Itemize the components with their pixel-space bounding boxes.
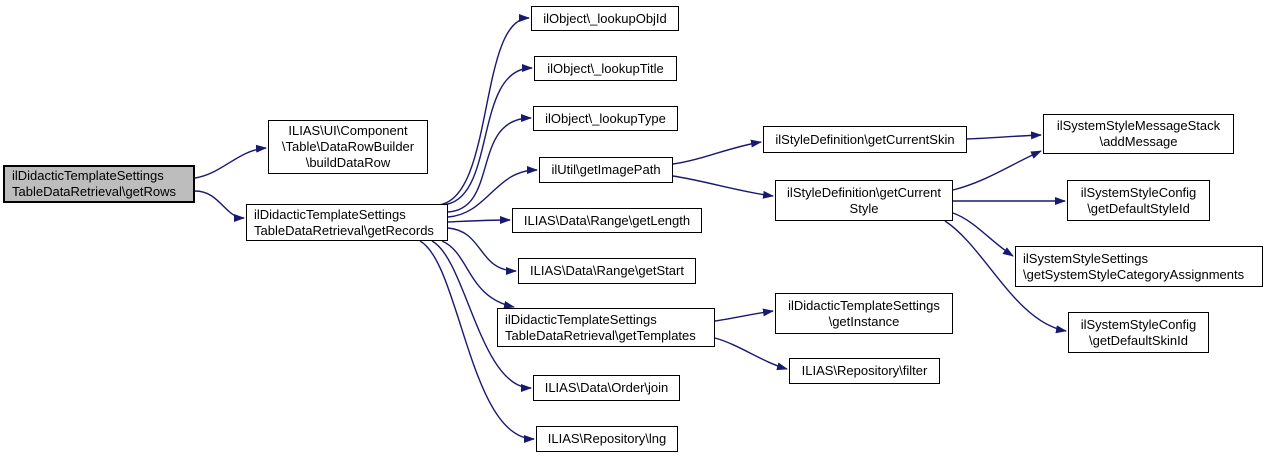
node-label-line: ilSystemStyleConfig — [1080, 316, 1197, 332]
node-label-line: TableDataRetrieval\getRows — [12, 184, 177, 199]
edge-getrecords-getstart — [447, 227, 517, 275]
edge-getrows-builddatarow — [194, 144, 267, 179]
node-join[interactable]: ILIAS\Data\Order\join — [533, 375, 680, 401]
node-addmessage[interactable]: ilSystemStyleMessageStack\addMessage — [1043, 114, 1234, 154]
node-label-line: ilObject\_lookupTitle — [547, 60, 664, 76]
edge-getcurrentstyle-getdefaultskinid — [944, 220, 1067, 334]
node-label-line: \getSystemStyleCategoryAssignments — [1023, 266, 1245, 282]
node-getdefaultskinid[interactable]: ilSystemStyleConfig\getDefaultSkinId — [1068, 312, 1209, 353]
edge-getimagepath-getcurrentskin — [672, 139, 762, 165]
node-getcurrentskin[interactable]: ilStyleDefinition\getCurrentSkin — [763, 126, 967, 153]
edge-getcurrentskin-addmessage — [966, 131, 1042, 140]
node-label-line: ILIAS\Repository\lng — [547, 431, 667, 446]
edge-getcurrentstyle-categoryassignments — [952, 212, 1014, 257]
node-label-line: \buildDataRow — [305, 155, 391, 170]
node-label-line: ilStyleDefinition\getCurrent — [787, 184, 941, 200]
node-label-line: ILIAS\Repository\filter — [801, 363, 928, 378]
edge-getrecords-gettemplates — [441, 240, 515, 309]
node-label-line: ilSystemStyleSettings — [1023, 250, 1148, 266]
node-label-line: \addMessage — [1099, 134, 1178, 149]
node-label-line: ilObject\_lookupType — [545, 110, 666, 126]
node-label-line: ILIAS\Data\Order\join — [544, 380, 669, 395]
node-label-line: ILIAS\Data\Range\getLength — [523, 212, 691, 228]
node-label-line: \getInstance — [828, 313, 900, 329]
node-label-line: ilObject\_lookupObjId — [543, 10, 667, 26]
edge-getimagepath-getcurrentstyle — [672, 175, 774, 199]
node-label-line: Style — [849, 200, 879, 216]
node-filter[interactable]: ILIAS\Repository\filter — [789, 358, 940, 384]
node-label-line: ILIAS\UI\Component — [288, 123, 408, 138]
node-builddatarow[interactable]: ILIAS\UI\Component\Table\DataRowBuilder\… — [268, 120, 428, 174]
edge-getcurrentstyle-addmessage — [952, 150, 1042, 191]
node-label-line: ilSystemStyleMessageStack — [1056, 118, 1221, 133]
node-label-line: \getDefaultSkinId — [1088, 332, 1188, 348]
edge-getrecords-getimagepath — [447, 166, 538, 218]
node-label-line: ilUtil\getImagePath — [551, 162, 661, 177]
node-label-line: ILIAS\Data\Range\getStart — [530, 263, 684, 278]
edge-getrecords-getlength — [447, 216, 511, 225]
node-getdefaultstyleid[interactable]: ilSystemStyleConfig\getDefaultStyleId — [1067, 180, 1210, 221]
node-label-line: TableDataRetrieval\getRecords — [254, 222, 434, 238]
node-getinstance[interactable]: ilDidacticTemplateSettings\getInstance — [775, 293, 953, 334]
node-getimagepath[interactable]: ilUtil\getImagePath — [539, 157, 673, 183]
node-lookupobjid[interactable]: ilObject\_lookupObjId — [531, 6, 679, 31]
edge-gettemplates-filter — [714, 337, 788, 371]
node-lookuptype[interactable]: ilObject\_lookupType — [533, 106, 678, 131]
node-label-line: ilStyleDefinition\getCurrentSkin — [775, 131, 955, 147]
node-lookuptitle[interactable]: ilObject\_lookupTitle — [534, 56, 677, 81]
node-categoryassignments[interactable]: ilSystemStyleSettings\getSystemStyleCate… — [1015, 246, 1263, 287]
edge-getrecords-lookupobjid — [437, 14, 530, 206]
edge-getrecords-join — [431, 240, 532, 392]
edge-getrecords-lookuptype — [446, 114, 532, 213]
edge-getrecords-lookuptitle — [441, 64, 533, 206]
node-label-line: \getDefaultStyleId — [1087, 200, 1190, 216]
node-label-line: TableDataRetrieval\getTemplates — [505, 327, 696, 343]
edge-gettemplates-getinstance — [714, 308, 774, 322]
node-getstart[interactable]: ILIAS\Data\Range\getStart — [518, 258, 696, 284]
node-lng[interactable]: ILIAS\Repository\lng — [536, 426, 678, 452]
node-label-line: \Table\DataRowBuilder — [281, 139, 415, 154]
node-getlength[interactable]: ILIAS\Data\Range\getLength — [512, 208, 702, 233]
node-label-line: ilDidacticTemplateSettings — [12, 168, 164, 183]
node-label-line: ilDidacticTemplateSettings — [254, 206, 406, 222]
node-label-line: ilSystemStyleConfig — [1080, 184, 1197, 200]
edge-getrecords-lng — [419, 240, 535, 443]
node-label-line: ilDidacticTemplateSettings — [788, 297, 940, 313]
edge-getrows-getrecords — [194, 190, 245, 222]
node-label-line: ilDidacticTemplateSettings — [505, 311, 657, 327]
